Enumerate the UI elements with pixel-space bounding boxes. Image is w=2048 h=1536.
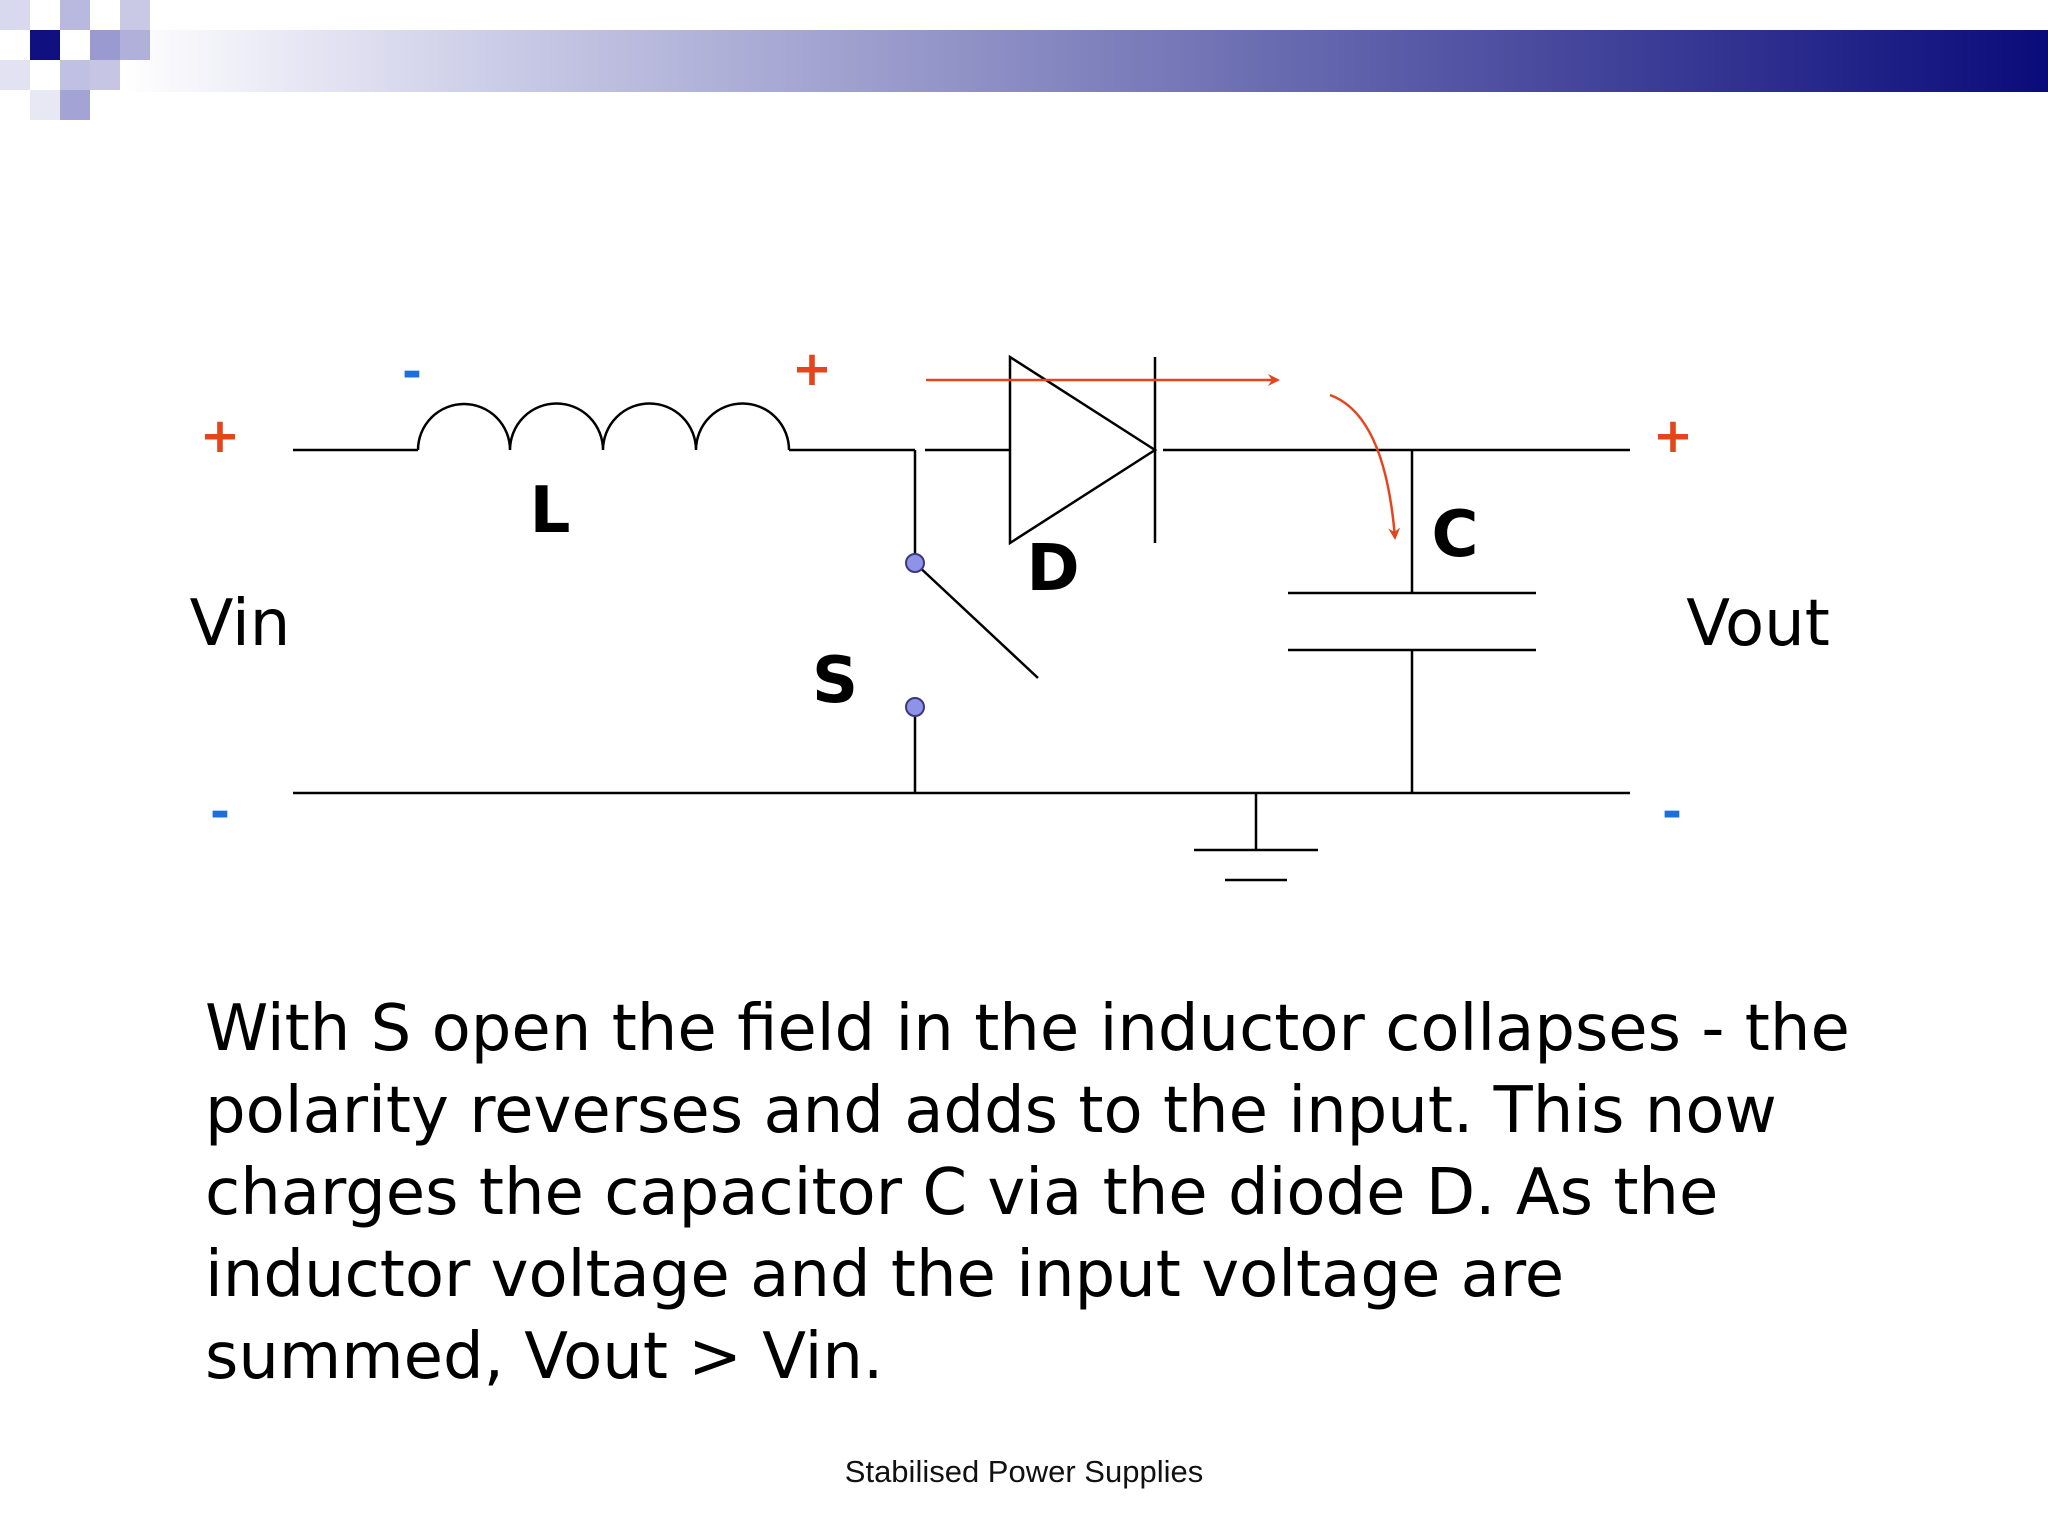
switch-contact-top xyxy=(905,553,925,573)
inductor-coil xyxy=(416,402,791,451)
output-plus-sign: + xyxy=(1653,408,1693,464)
header-squares-logo xyxy=(0,0,160,130)
switch-blade xyxy=(914,562,1039,679)
diode-triangle xyxy=(1008,354,1158,546)
switch-label: S xyxy=(812,644,858,718)
input-voltage-label: Vin xyxy=(190,587,291,661)
input-plus-sign: + xyxy=(200,408,240,464)
input-minus-sign: - xyxy=(210,784,230,840)
header-gradient-bar xyxy=(0,30,2048,92)
slide-body-text: With S open the field in the inductor co… xyxy=(205,992,1850,1394)
boost-converter-diagram: + - - + + - L S D C Vin Vout xyxy=(190,341,1830,882)
output-minus-sign: - xyxy=(1662,784,1682,840)
inductor-plus-sign: + xyxy=(792,341,832,397)
diode-label: D xyxy=(1026,532,1079,606)
output-voltage-label: Vout xyxy=(1686,587,1830,661)
current-arrow-into-capacitor xyxy=(1329,393,1401,540)
inductor-label: L xyxy=(530,474,571,548)
inductor-minus-sign: - xyxy=(402,344,422,400)
switch-contact-bottom xyxy=(905,697,925,717)
capacitor-label: C xyxy=(1432,498,1479,572)
slide-footer: Stabilised Power Supplies xyxy=(844,1454,1204,1489)
